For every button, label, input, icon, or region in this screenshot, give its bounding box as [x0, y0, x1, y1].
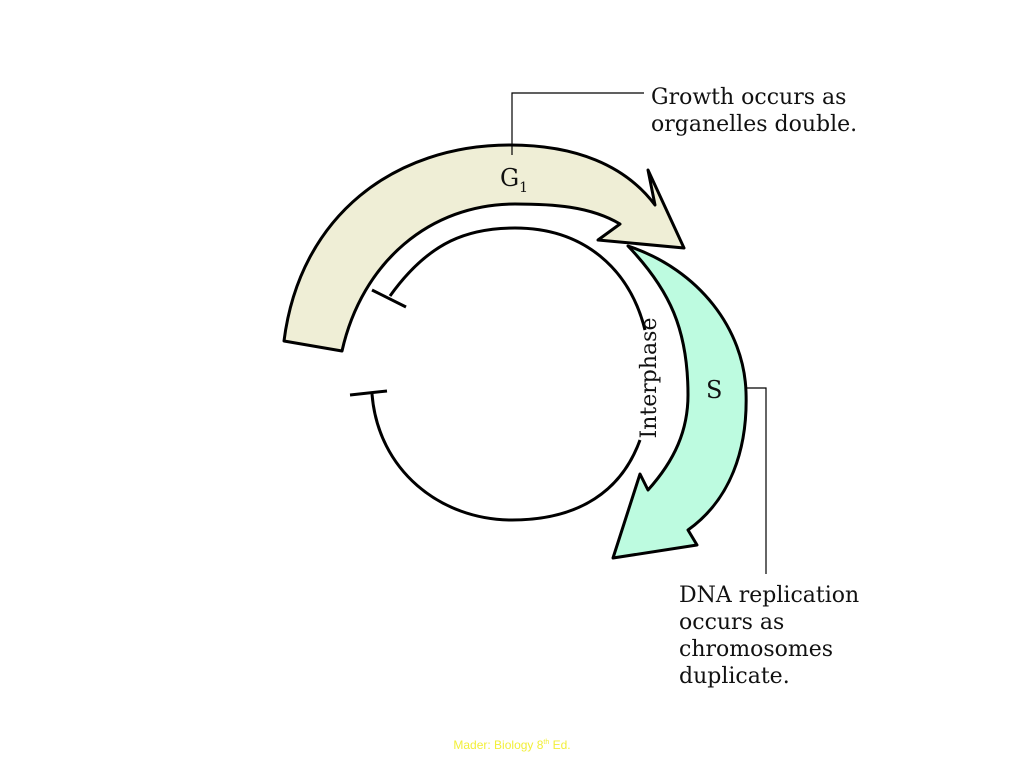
g1-phase-arrow	[282, 143, 686, 353]
s-callout-line-3: chromosomes	[679, 637, 833, 662]
caption-prefix: Mader: Biology 8	[453, 738, 544, 752]
g1-letter: G	[500, 164, 519, 192]
s-callout-line-4: duplicate.	[679, 664, 790, 689]
ring-end-bar-top	[371, 288, 407, 309]
s-callout-text: DNA replication occurs as chromosomes du…	[679, 583, 866, 689]
s-callout-line	[746, 387, 767, 574]
s-callout-line-2: occurs as	[679, 610, 784, 635]
s-phase-arrow	[611, 244, 748, 560]
g1-callout-line-2: organelles double.	[651, 112, 857, 137]
ring-end-bar-bottom	[349, 389, 388, 397]
g1-callout-line-1: Growth occurs as	[651, 85, 846, 110]
caption-suffix: Ed.	[549, 738, 571, 752]
source-caption: Mader: Biology 8th Ed.	[0, 738, 1024, 752]
caption-superscript: th	[543, 739, 550, 746]
g1-callout-line	[511, 92, 644, 155]
s-callout-line-1: DNA replication	[679, 583, 859, 608]
s-phase-label: S	[706, 376, 722, 404]
interphase-ring-upper-arc	[388, 226, 647, 331]
interphase-ring-lower-arc	[370, 393, 642, 522]
g1-subscript: 1	[519, 180, 528, 196]
g1-phase-label: G1	[500, 164, 528, 196]
g1-callout-text: Growth occurs as organelles double.	[651, 85, 857, 137]
interphase-label: Interphase	[637, 318, 662, 439]
